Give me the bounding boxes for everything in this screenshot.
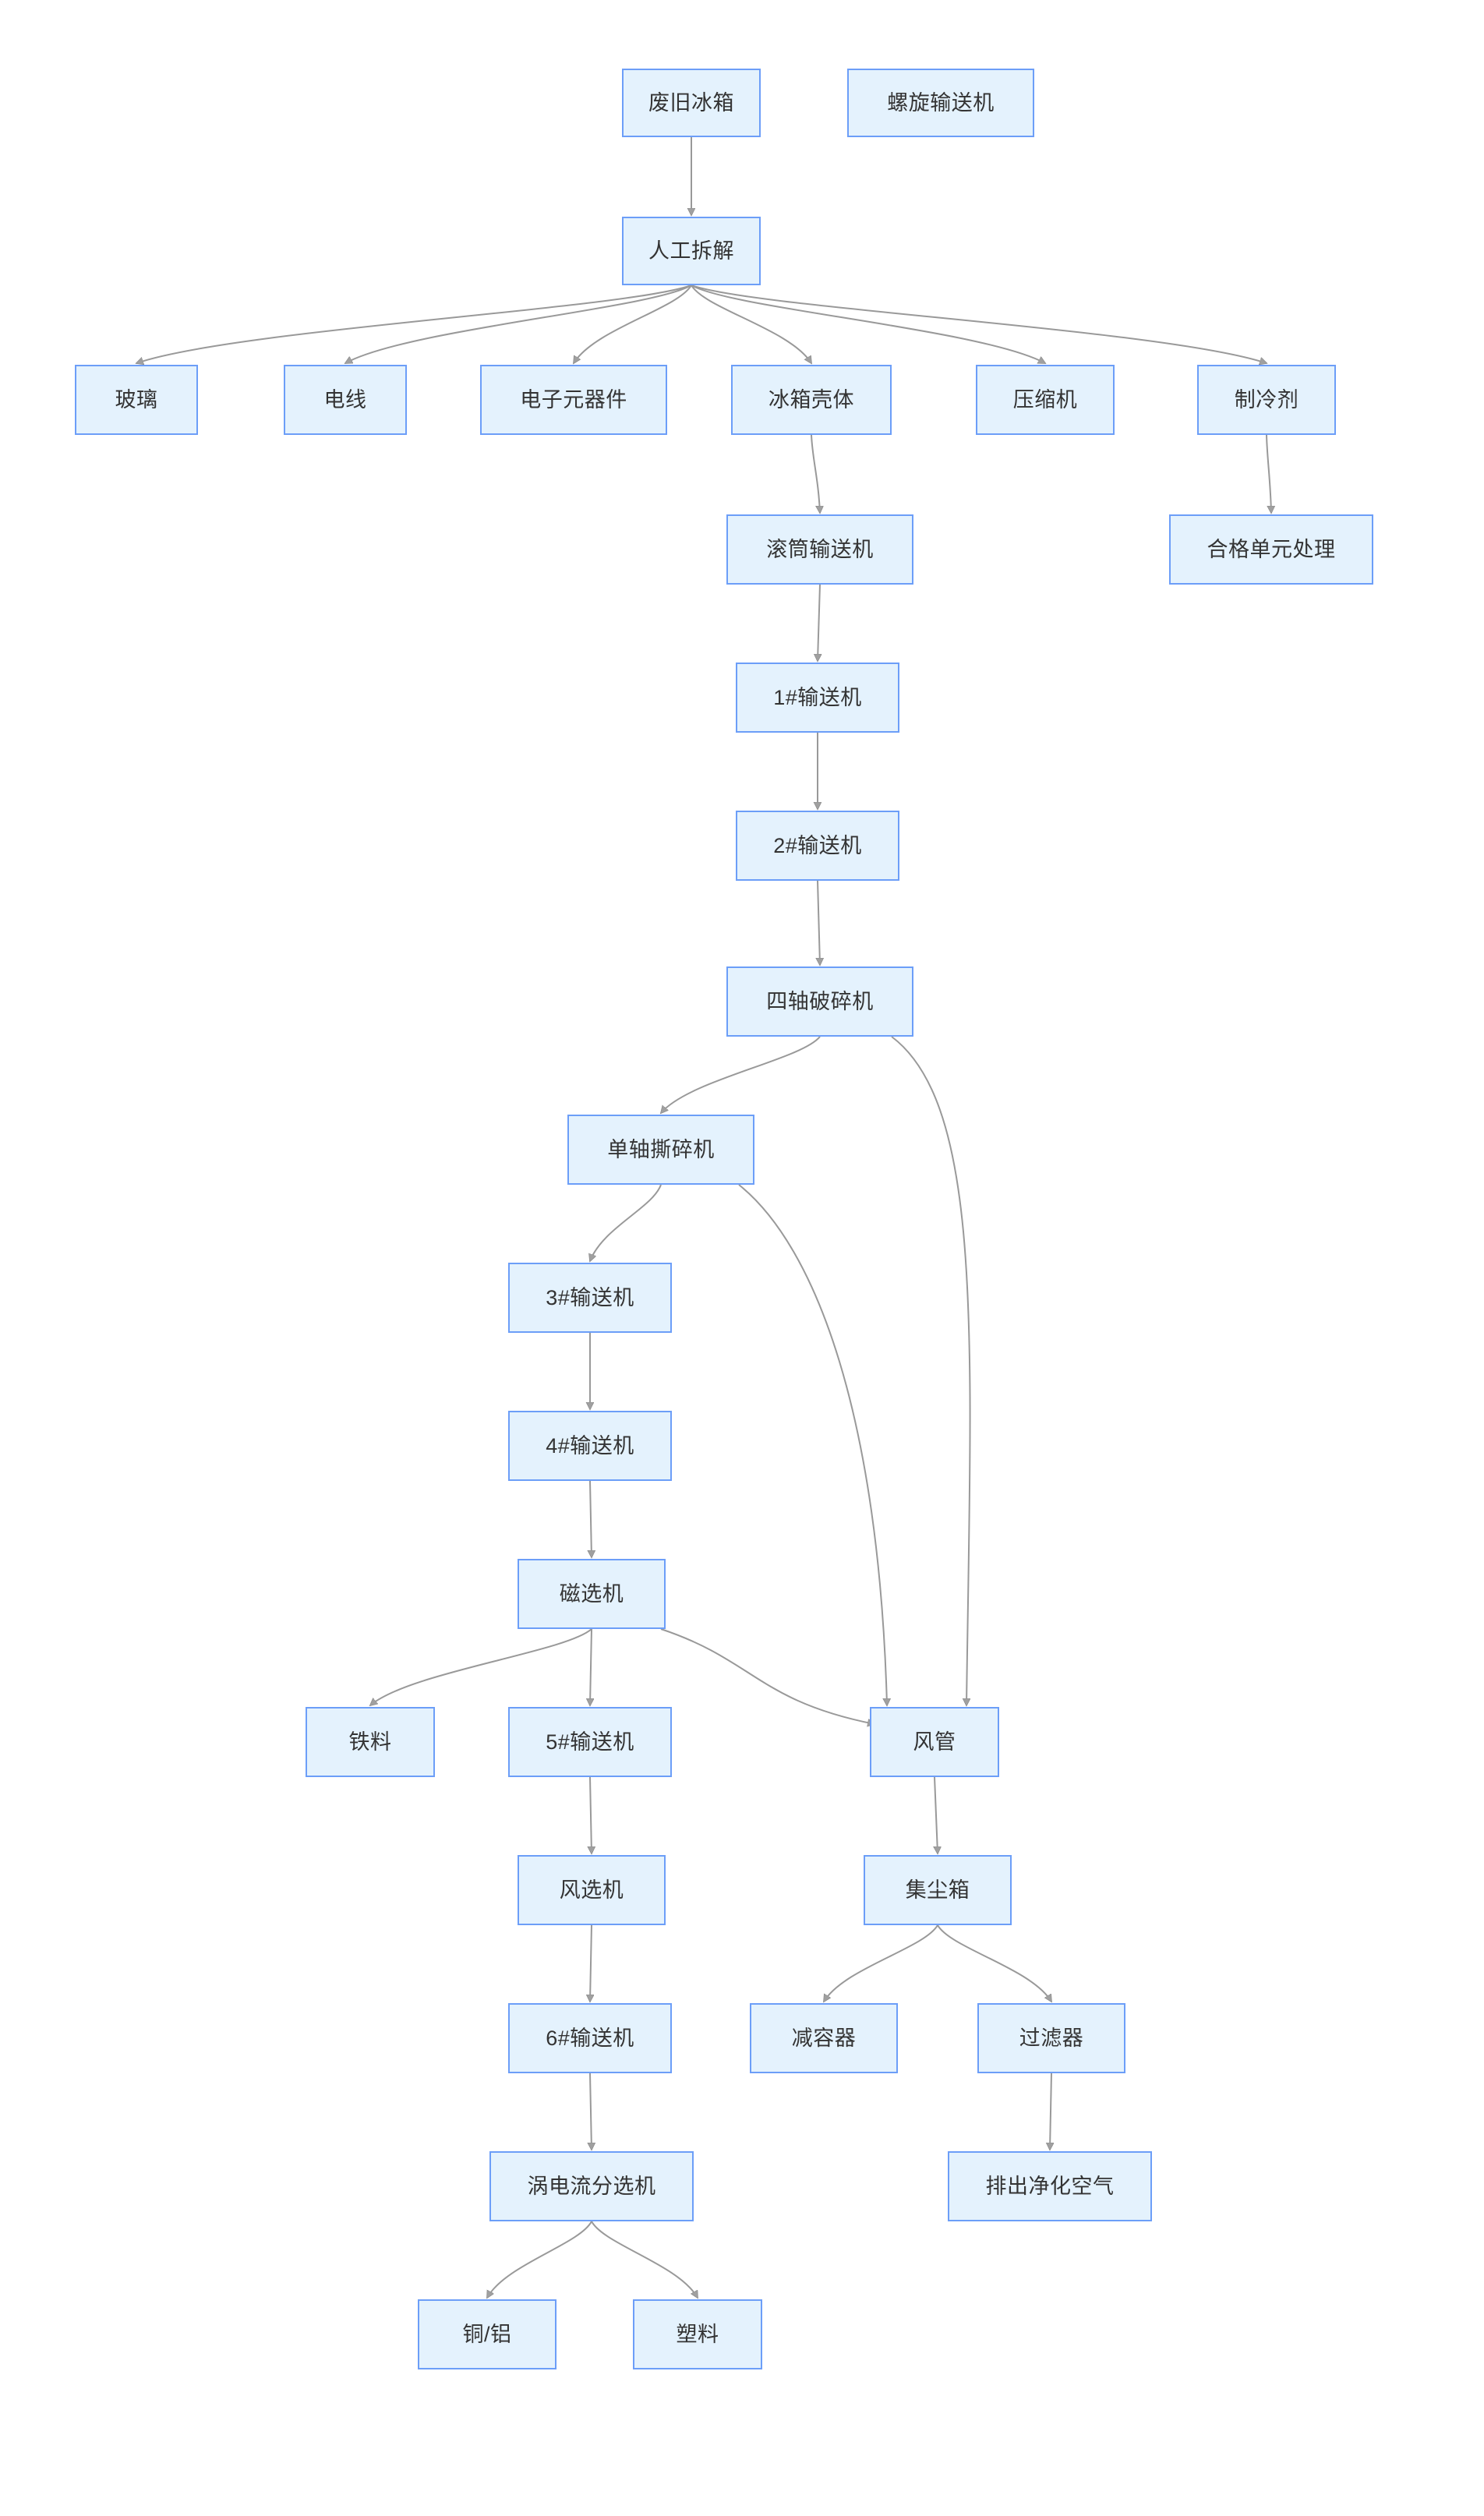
node-iron_material[interactable]: 铁料 bbox=[306, 1707, 435, 1777]
edge-manual_disassembly-to-fridge_shell bbox=[691, 284, 811, 363]
node-label-wire: 电线 bbox=[323, 387, 367, 412]
node-compressor[interactable]: 压缩机 bbox=[976, 365, 1115, 435]
edge-single_shaft-to-conveyor_3 bbox=[590, 1184, 662, 1261]
edge-refrigerant-to-qualified_unit bbox=[1266, 434, 1271, 513]
edge-conveyor_4-to-magnetic_sep bbox=[590, 1480, 592, 1557]
node-plastic[interactable]: 塑料 bbox=[633, 2299, 762, 2369]
edge-four_shaft-to-single_shaft bbox=[661, 1036, 821, 1113]
edge-conveyor_2-to-four_shaft bbox=[818, 880, 820, 965]
node-label-glass: 玻璃 bbox=[115, 387, 158, 412]
node-label-dust_box: 集尘箱 bbox=[905, 1878, 970, 1902]
node-fridge_shell[interactable]: 冰箱壳体 bbox=[731, 365, 892, 435]
edge-filter-to-clean_air_out bbox=[1050, 2073, 1051, 2150]
node-volume_reducer[interactable]: 减容器 bbox=[750, 2003, 898, 2073]
node-dust_box[interactable]: 集尘箱 bbox=[864, 1855, 1012, 1925]
edge-magnetic_sep-to-iron_material bbox=[370, 1628, 592, 1705]
edge-manual_disassembly-to-electronics bbox=[574, 284, 692, 363]
edge-eddy_separator-to-plastic bbox=[591, 2221, 698, 2298]
edge-paths bbox=[136, 137, 1271, 2298]
node-label-conveyor_3: 3#输送机 bbox=[546, 1285, 634, 1309]
node-label-plastic: 塑料 bbox=[676, 2322, 719, 2346]
node-conveyor_1[interactable]: 1#输送机 bbox=[736, 663, 899, 733]
node-manual_disassembly[interactable]: 人工拆解 bbox=[622, 217, 761, 285]
node-air_duct[interactable]: 风管 bbox=[870, 1707, 999, 1777]
node-label-conveyor_6: 6#输送机 bbox=[546, 2026, 634, 2050]
node-refrigerant[interactable]: 制冷剂 bbox=[1197, 365, 1336, 435]
node-magnetic_sep[interactable]: 磁选机 bbox=[518, 1559, 666, 1629]
node-label-single_shaft: 单轴撕碎机 bbox=[607, 1137, 715, 1161]
node-conveyor_2[interactable]: 2#输送机 bbox=[736, 811, 899, 881]
edge-manual_disassembly-to-wire bbox=[345, 284, 692, 364]
node-conveyor_3[interactable]: 3#输送机 bbox=[508, 1263, 672, 1333]
node-label-conveyor_4: 4#输送机 bbox=[546, 1433, 634, 1458]
edge-fridge_shell-to-roller_conveyor bbox=[811, 434, 820, 513]
node-qualified_unit[interactable]: 合格单元处理 bbox=[1169, 514, 1373, 585]
node-wire[interactable]: 电线 bbox=[284, 365, 407, 435]
edge-dust_box-to-volume_reducer bbox=[824, 1924, 938, 2002]
node-eddy_separator[interactable]: 涡电流分选机 bbox=[489, 2151, 694, 2221]
node-label-air_separator: 风选机 bbox=[559, 1878, 624, 1902]
edge-conveyor_6-to-eddy_separator bbox=[590, 2073, 592, 2150]
edge-dust_box-to-filter bbox=[937, 1924, 1051, 2002]
node-label-waste_fridge: 废旧冰箱 bbox=[648, 90, 734, 115]
node-label-copper_aluminum: 铜/铝 bbox=[462, 2322, 512, 2346]
node-single_shaft[interactable]: 单轴撕碎机 bbox=[567, 1115, 754, 1185]
node-label-eddy_separator: 涡电流分选机 bbox=[527, 2174, 656, 2198]
node-label-fridge_shell: 冰箱壳体 bbox=[768, 387, 854, 412]
node-roller_conveyor[interactable]: 滚筒输送机 bbox=[726, 514, 913, 585]
node-air_separator[interactable]: 风选机 bbox=[518, 1855, 666, 1925]
edge-manual_disassembly-to-glass bbox=[136, 284, 692, 363]
node-label-air_duct: 风管 bbox=[913, 1730, 956, 1754]
node-label-electronics: 电子元器件 bbox=[520, 387, 627, 412]
node-label-refrigerant: 制冷剂 bbox=[1234, 387, 1299, 412]
node-label-clean_air_out: 排出净化空气 bbox=[985, 2174, 1115, 2198]
node-electronics[interactable]: 电子元器件 bbox=[480, 365, 667, 435]
node-label-conveyor_2: 2#输送机 bbox=[773, 833, 862, 857]
node-glass[interactable]: 玻璃 bbox=[75, 365, 198, 435]
node-label-filter: 过滤器 bbox=[1019, 2026, 1084, 2050]
edge-manual_disassembly-to-refrigerant bbox=[691, 284, 1267, 363]
node-screw_conveyor[interactable]: 螺旋输送机 bbox=[847, 69, 1034, 137]
node-label-manual_disassembly: 人工拆解 bbox=[648, 239, 734, 263]
node-conveyor_4[interactable]: 4#输送机 bbox=[508, 1411, 672, 1481]
node-label-magnetic_sep: 磁选机 bbox=[559, 1581, 624, 1606]
node-clean_air_out[interactable]: 排出净化空气 bbox=[948, 2151, 1152, 2221]
edge-manual_disassembly-to-compressor bbox=[691, 284, 1045, 364]
node-four_shaft[interactable]: 四轴破碎机 bbox=[726, 966, 913, 1037]
edge-single_shaft-to-air_duct bbox=[738, 1184, 887, 1705]
edge-air_separator-to-conveyor_6 bbox=[590, 1924, 592, 2002]
node-label-screw_conveyor: 螺旋输送机 bbox=[887, 90, 995, 115]
node-copper_aluminum[interactable]: 铜/铝 bbox=[418, 2299, 556, 2369]
edge-roller_conveyor-to-conveyor_1 bbox=[818, 584, 820, 661]
node-label-roller_conveyor: 滚筒输送机 bbox=[766, 537, 874, 561]
node-label-four_shaft: 四轴破碎机 bbox=[766, 989, 874, 1013]
node-label-iron_material: 铁料 bbox=[348, 1730, 392, 1754]
node-label-qualified_unit: 合格单元处理 bbox=[1207, 537, 1336, 561]
node-label-conveyor_5: 5#输送机 bbox=[546, 1730, 634, 1754]
node-conveyor_6[interactable]: 6#输送机 bbox=[508, 2003, 672, 2073]
node-conveyor_5[interactable]: 5#输送机 bbox=[508, 1707, 672, 1777]
edge-magnetic_sep-to-air_duct bbox=[660, 1628, 874, 1724]
node-label-compressor: 压缩机 bbox=[1012, 387, 1078, 412]
edge-conveyor_5-to-air_separator bbox=[590, 1776, 592, 1853]
edge-air_duct-to-dust_box bbox=[935, 1776, 938, 1853]
node-filter[interactable]: 过滤器 bbox=[977, 2003, 1125, 2073]
edge-magnetic_sep-to-conveyor_5 bbox=[590, 1628, 592, 1705]
node-label-volume_reducer: 减容器 bbox=[791, 2026, 857, 2050]
node-label-conveyor_1: 1#输送机 bbox=[773, 685, 862, 709]
edge-eddy_separator-to-copper_aluminum bbox=[487, 2221, 592, 2298]
node-waste_fridge[interactable]: 废旧冰箱 bbox=[622, 69, 761, 137]
edge-four_shaft-to-air_duct bbox=[891, 1036, 971, 1705]
